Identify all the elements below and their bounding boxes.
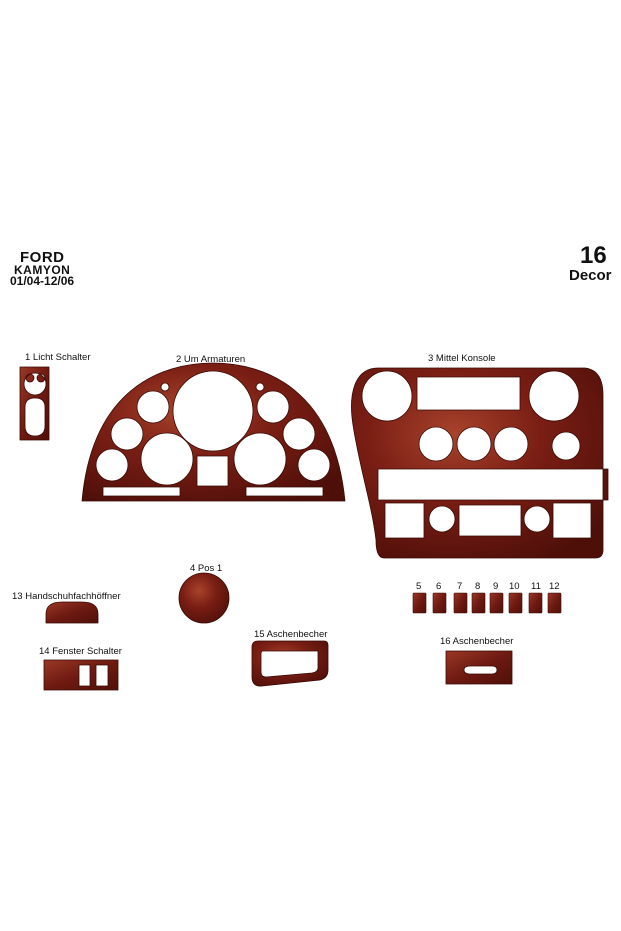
part-label-16: 16 Aschenbecher (440, 636, 514, 647)
part-13-glovebox-opener (45, 601, 99, 624)
part-label-2: 2 Um Armaturen (176, 354, 246, 365)
part-label-9: 9 (493, 581, 499, 592)
part-label-5: 5 (416, 581, 422, 592)
part-label-1: 1 Licht Schalter (25, 352, 91, 363)
part-15-ashtray-frame (251, 640, 329, 687)
year-range: 01/04-12/06 (10, 274, 75, 288)
part-label-12: 12 (549, 581, 560, 592)
part-label-3: 3 Mittel Konsole (428, 353, 496, 364)
part-label-13: 13 Handschuhfachhöffner (12, 591, 121, 602)
part-label-6: 6 (436, 581, 442, 592)
part-3-center-console (351, 367, 609, 559)
part-2-instrument-surround (81, 362, 346, 502)
brand-title: FORD (20, 249, 65, 266)
model-title: KAMYON (14, 263, 71, 277)
part-label-14: 14 Fenster Schalter (39, 646, 122, 657)
part-label-11: 11 (531, 581, 541, 592)
part-14-window-switch-panel (43, 659, 119, 691)
kit-type: Decor (569, 267, 612, 284)
part-label-15: 15 Aschenbecher (254, 629, 328, 640)
part-4-round-cap (178, 572, 230, 624)
part-label-7: 7 (457, 581, 463, 592)
part-16-ashtray-cover (445, 650, 513, 685)
part-label-10: 10 (509, 581, 520, 592)
parts-5-12-switch-covers (412, 592, 562, 614)
part-1-light-switch-panel (19, 366, 50, 441)
part-label-4: 4 Pos 1 (190, 563, 223, 574)
part-label-8: 8 (475, 581, 481, 592)
piece-count: 16 (580, 242, 607, 269)
